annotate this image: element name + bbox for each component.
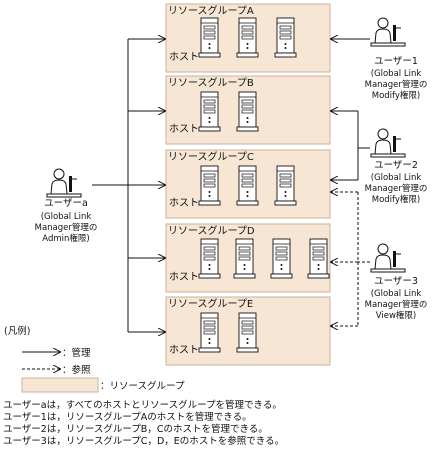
user-3-name: ユーザー3 bbox=[374, 276, 418, 287]
user-1: ユーザー1 (Global Link Manager管理の Modify権限) bbox=[365, 17, 428, 101]
group-b-title: リソースグループB bbox=[168, 76, 254, 89]
server-icon bbox=[198, 17, 221, 58]
user-2-name: ユーザー2 bbox=[374, 160, 418, 171]
user-1-line2: Manager管理の bbox=[365, 79, 428, 90]
resource-group-e: リソースグループE ホスト bbox=[165, 296, 331, 366]
notes: ユーザーaは，すべてのホストとリソースグループを管理できる。 ユーザー1は，リソ… bbox=[3, 399, 284, 447]
note-line: ユーザー3は，リソースグループC，D，Eのホストを参照できる。 bbox=[3, 435, 284, 447]
user-2-connectors bbox=[331, 111, 370, 180]
user-3: ユーザー3 (Global Link Manager管理の View権限) bbox=[365, 243, 428, 321]
group-a-host-label: ホスト bbox=[169, 51, 199, 63]
group-d-host-label: ホスト bbox=[169, 271, 199, 283]
user-2: ユーザー2 (Global Link Manager管理の Modify権限) bbox=[365, 128, 428, 205]
group-e-host-label: ホスト bbox=[169, 344, 199, 356]
server-icon bbox=[198, 91, 221, 132]
legend-group-swatch bbox=[21, 377, 99, 393]
user-a-name: ユーザーa bbox=[44, 198, 88, 209]
server-icon bbox=[236, 312, 259, 353]
user-1-name: ユーザー1 bbox=[374, 56, 418, 67]
group-c-title: リソースグループC bbox=[168, 150, 254, 163]
legend-group-label: ：リソースグループ bbox=[100, 380, 185, 392]
user-3-connectors bbox=[331, 192, 370, 326]
server-icon bbox=[198, 165, 221, 206]
legend: (凡例) ：管理 ：参照 ：リソースグループ bbox=[4, 325, 185, 393]
server-icon bbox=[198, 312, 221, 353]
group-c-host-label: ホスト bbox=[169, 197, 199, 209]
user-2-line3: Modify権限) bbox=[372, 194, 420, 205]
server-icon bbox=[274, 165, 297, 206]
note-line: ユーザー2は，リソースグループB，Cのホストを管理できる。 bbox=[3, 423, 268, 435]
user-3-line2: Manager管理の bbox=[365, 299, 428, 310]
group-a-title: リソースグループA bbox=[168, 4, 254, 17]
server-icon bbox=[236, 165, 259, 206]
server-icon bbox=[233, 238, 256, 279]
note-line: ユーザーaは，すべてのホストとリソースグループを管理できる。 bbox=[3, 399, 282, 411]
user-a-line2: Manager管理の bbox=[35, 222, 98, 233]
user-icon bbox=[370, 243, 406, 273]
user-icon bbox=[370, 17, 406, 47]
user-a-connectors bbox=[92, 39, 165, 332]
server-icon bbox=[270, 238, 293, 279]
legend-manage-label: ：管理 bbox=[62, 347, 91, 359]
resource-group-d: リソースグループD ホスト bbox=[165, 223, 331, 293]
group-d-title: リソースグループD bbox=[168, 224, 255, 237]
user-a-line1: (Global Link bbox=[41, 212, 92, 222]
note-line: ユーザー1は，リソースグループAのホストを管理できる。 bbox=[3, 411, 252, 423]
legend-refer-label: ：参照 bbox=[62, 364, 91, 376]
group-b-host-label: ホスト bbox=[169, 123, 199, 135]
user-icon bbox=[370, 128, 406, 158]
user-a-line3: Admin権限) bbox=[42, 233, 89, 244]
server-icon bbox=[307, 238, 330, 279]
server-icon bbox=[198, 238, 221, 279]
resource-group-a: リソースグループA ホスト bbox=[165, 3, 331, 73]
legend-title: (凡例) bbox=[4, 325, 30, 337]
group-e-title: リソースグループE bbox=[168, 297, 253, 310]
user-2-line1: (Global Link bbox=[371, 173, 422, 183]
user-3-line1: (Global Link bbox=[371, 289, 422, 299]
user-3-line3: View権限) bbox=[376, 310, 417, 321]
user-2-line2: Manager管理の bbox=[365, 183, 428, 194]
server-icon bbox=[236, 91, 259, 132]
resource-group-b: リソースグループB ホスト bbox=[165, 75, 331, 145]
server-icon bbox=[274, 17, 297, 58]
user-1-line1: (Global Link bbox=[371, 69, 422, 79]
user-a: ユーザーa (Global Link Manager管理の Admin権限) bbox=[35, 168, 98, 244]
user-icon bbox=[46, 168, 82, 198]
server-icon bbox=[236, 17, 259, 58]
resource-group-c: リソースグループC ホスト bbox=[165, 149, 331, 219]
user-1-line3: Modify権限) bbox=[372, 90, 420, 101]
